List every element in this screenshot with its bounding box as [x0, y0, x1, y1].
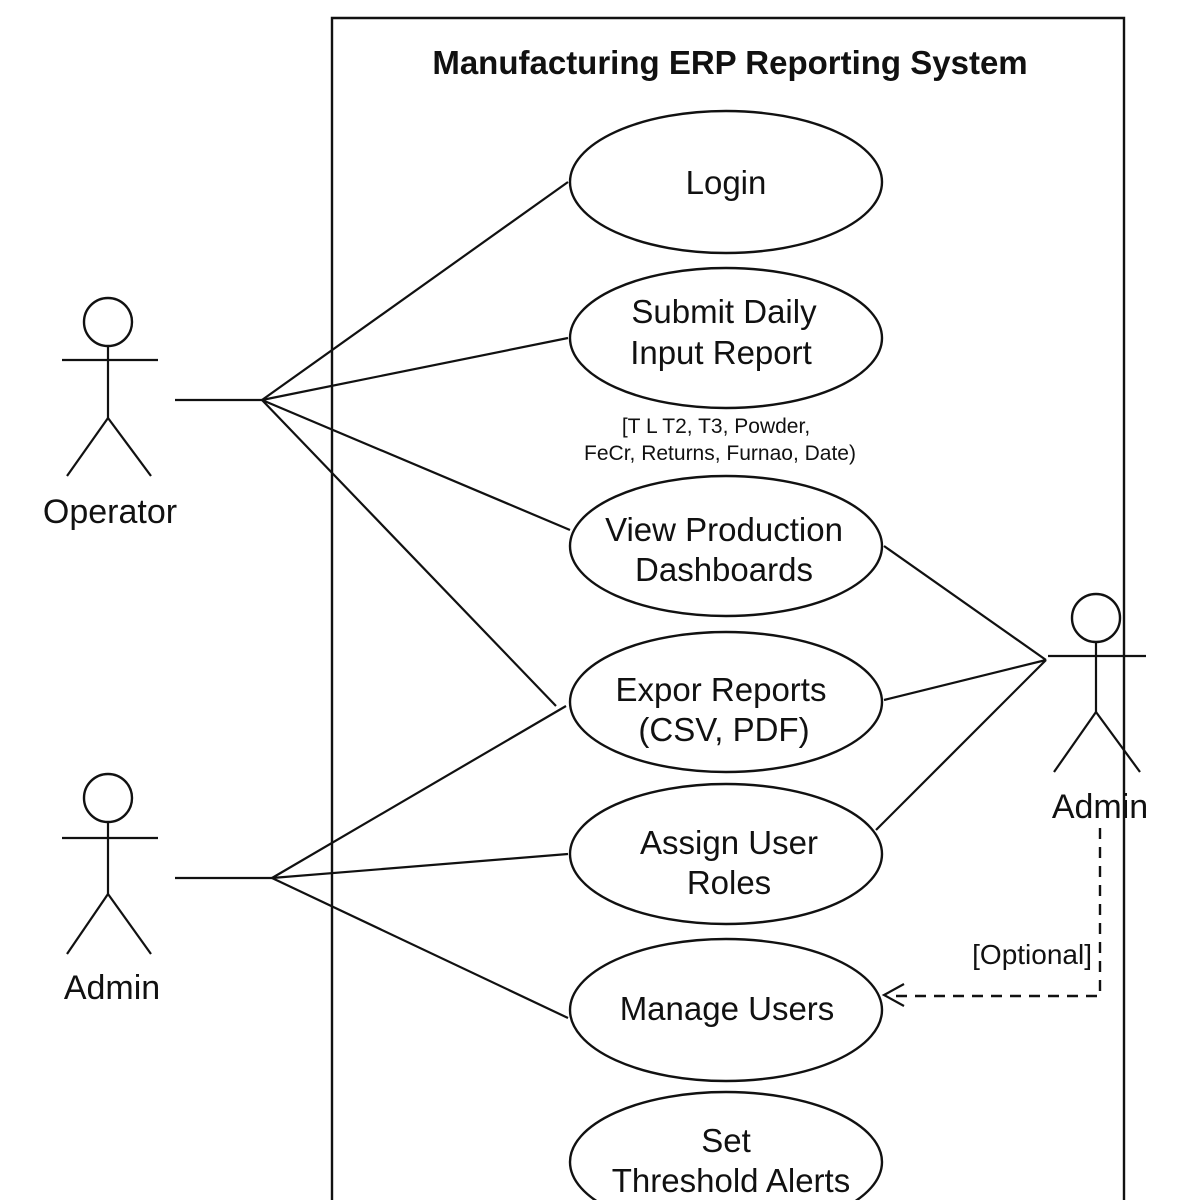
actor-operator-label: Operator — [43, 493, 177, 531]
use-case-export-label-line2: (CSV, PDF) — [638, 711, 809, 748]
use-case-manage-users: Manage Users — [568, 937, 884, 1083]
actor-admin-left-label: Admin — [64, 969, 160, 1007]
admin-right-stick-figure-icon — [1048, 592, 1146, 773]
use-case-set-threshold-alerts: Set Threshold Alerts — [568, 1090, 884, 1200]
use-case-view-production-dashboards: View Production Dashboards — [568, 474, 884, 618]
admin-right-assign-line — [875, 659, 1047, 831]
operator-view-line — [261, 398, 571, 532]
use-case-submit-label-line2: Input Report — [630, 334, 812, 371]
use-case-login: Login — [568, 109, 884, 255]
use-case-view-label-line1: View Production — [605, 511, 843, 548]
use-case-alerts-label-line2: Threshold Alerts — [612, 1162, 850, 1199]
use-case-export-label-line1: Expor Reports — [616, 671, 827, 708]
optional-label: [Optional] — [972, 939, 1092, 970]
input-fields-note-line1: [T L T2, T3, Powder, — [622, 415, 810, 438]
actor-admin-right-label: Admin — [1052, 788, 1148, 826]
use-case-login-label: Login — [686, 164, 767, 201]
admin-right-export-line — [883, 658, 1047, 702]
optional-arrowhead — [881, 983, 905, 1007]
admin-left-stick-figure-icon — [62, 772, 158, 955]
actor-admin-right: Admin — [1048, 592, 1148, 826]
use-case-assign-label-line1: Assign User — [640, 824, 818, 861]
actor-admin-left: Admin — [62, 772, 160, 1007]
optional-dependency-line — [890, 828, 1102, 998]
actor-operator: Operator — [43, 296, 177, 531]
operator-login-line — [261, 181, 569, 401]
use-case-alerts-label-line1: Set — [701, 1122, 751, 1159]
operator-stick-figure-icon — [62, 296, 158, 477]
operator-export-line — [261, 399, 557, 707]
use-case-manage-label: Manage Users — [620, 990, 835, 1027]
use-case-export-reports: Expor Reports (CSV, PDF) — [568, 630, 884, 774]
use-case-assign-user-roles: Assign User Roles — [568, 782, 884, 926]
associations — [175, 181, 1102, 1019]
use-case-assign-label-line2: Roles — [687, 864, 771, 901]
admin-left-manage-line — [271, 877, 569, 1019]
admin-right-view-line — [883, 545, 1047, 661]
use-case-submit-label-line1: Submit Daily — [631, 293, 817, 330]
operator-submit-line — [261, 336, 569, 402]
input-fields-note-line2: FeCr, Returns, Furnao, Date) — [584, 442, 856, 465]
system-title: Manufacturing ERP Reporting System — [432, 44, 1027, 81]
use-case-submit-daily-input-report: Submit Daily Input Report — [568, 266, 884, 410]
use-case-view-label-line2: Dashboards — [635, 551, 813, 588]
admin-left-export-line — [271, 705, 567, 879]
admin-left-assign-line — [271, 852, 569, 880]
system-boundary — [330, 16, 1126, 1200]
